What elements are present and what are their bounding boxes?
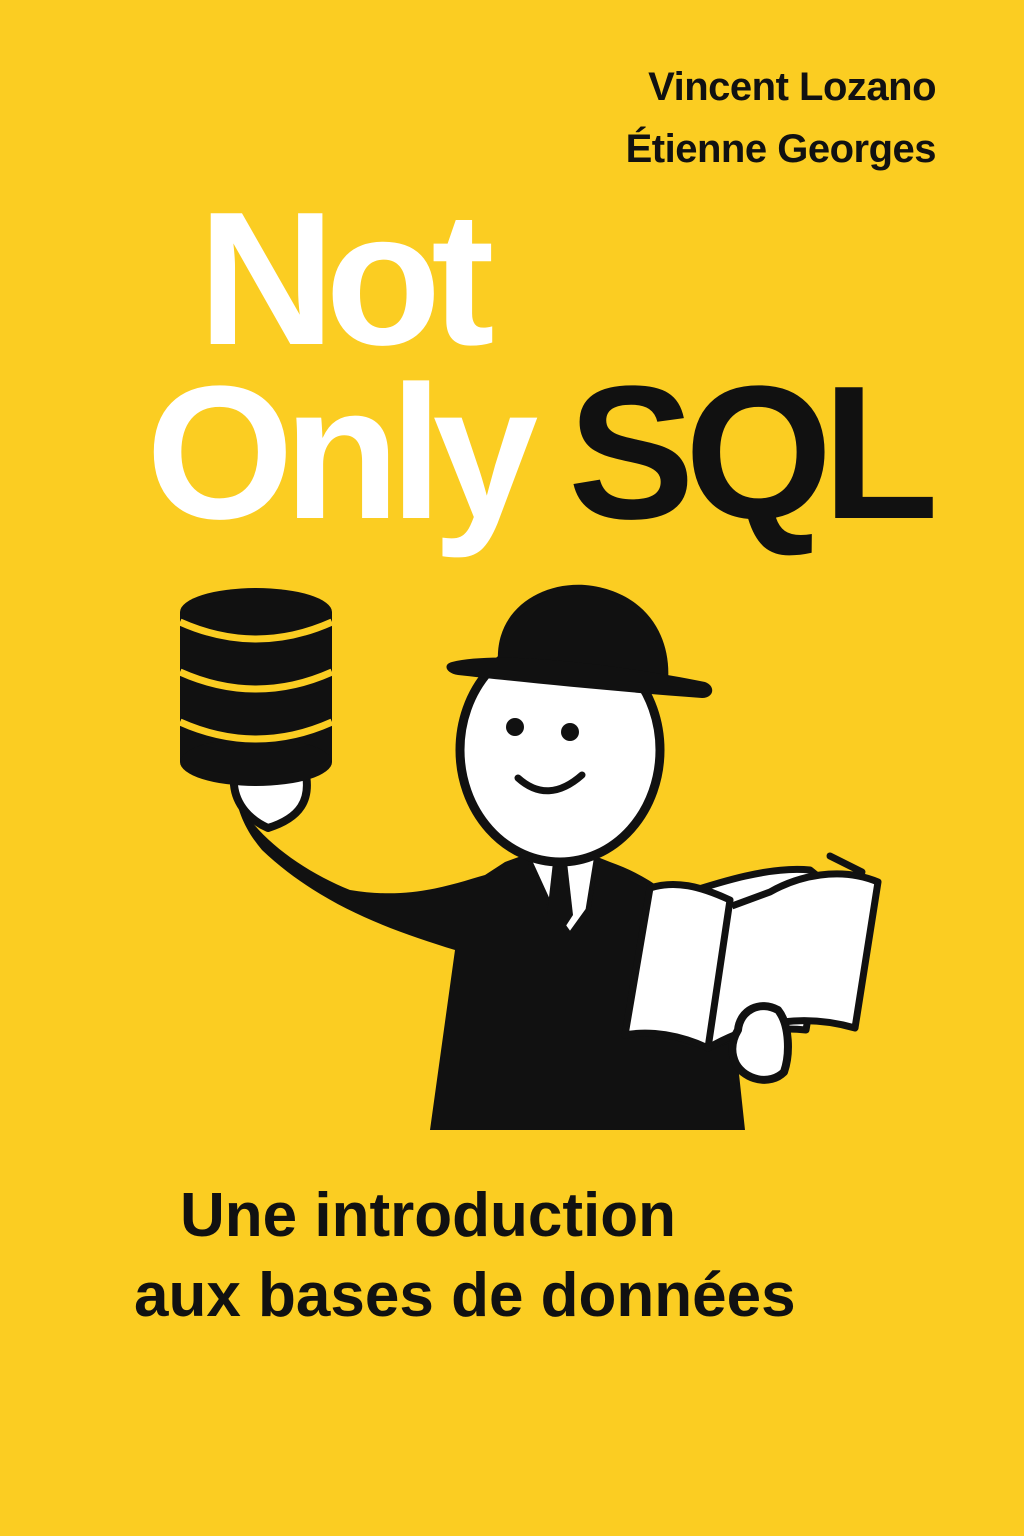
author-name: Étienne Georges	[625, 127, 937, 171]
subtitle-line-1: Une introduction	[180, 1181, 676, 1250]
bowler-hat-icon	[446, 584, 713, 698]
subtitle-line-2: aux bases de données	[134, 1261, 796, 1330]
book-hand	[728, 1002, 792, 1084]
open-book-icon	[621, 852, 882, 1052]
cover-illustration	[178, 584, 882, 1130]
necktie	[547, 862, 573, 935]
title-not: Not	[198, 173, 495, 385]
title-sql: SQL	[568, 347, 939, 559]
author-name: Vincent Lozano	[648, 65, 936, 109]
authors: Vincent Lozano Étienne Georges	[0, 56, 937, 180]
suit-body	[235, 790, 745, 1130]
title-only: Only	[146, 347, 538, 559]
database-icon	[178, 588, 334, 786]
